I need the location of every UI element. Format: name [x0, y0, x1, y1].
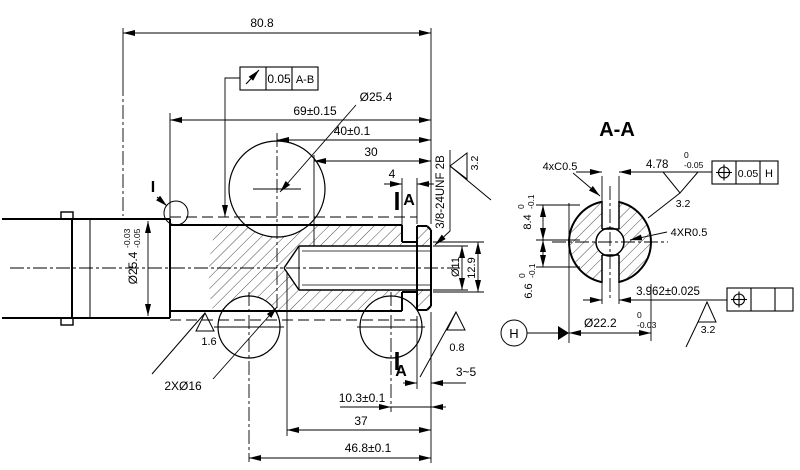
section-view: A-A [500, 119, 794, 348]
roughness-bot-value: 3.2 [701, 324, 716, 336]
svg-text:Ø11: Ø11 [450, 257, 462, 277]
dim-103: 10.3±0.1 [339, 391, 386, 405]
neck-diameter-label: 12.9 [466, 257, 478, 278]
fcf-top-value: 0.05 [738, 168, 759, 180]
section-title: A-A [599, 119, 635, 141]
runout-symbol-icon [245, 69, 260, 85]
holes-label: 2XØ16 [164, 379, 202, 393]
roughness-icon-top [661, 171, 700, 194]
dim-40: 40±0.1 [334, 124, 371, 138]
hole-diameter-label: Ø11 [450, 257, 462, 277]
dim-478: 4.78 [646, 159, 668, 171]
dim-37: 37 [354, 414, 368, 428]
roughness-face-value: 0.8 [449, 342, 464, 354]
fcf-top-datum: H [765, 168, 773, 180]
part-outline [2, 211, 432, 326]
svg-text:3/8-24UNF 2B: 3/8-24UNF 2B [435, 155, 447, 229]
dia-222-tol-upper: 0 [637, 310, 642, 320]
dim-468: 46.8±0.1 [345, 441, 392, 455]
dim-478-tol-upper: 0 [684, 150, 689, 160]
dim-3962: 3.962±0.025 [636, 286, 700, 298]
roughness-bottom-value: 1.6 [201, 336, 216, 348]
roughness-icon-thread [449, 151, 468, 181]
dim-66: 6.6 0 -0.1 [517, 263, 537, 299]
svg-text:6.6: 6.6 [523, 283, 535, 298]
dia-222: Ø22.2 [584, 316, 617, 330]
roughness-symbols [151, 151, 492, 378]
section-hatch [208, 225, 431, 311]
dim-478-tol-lower: -0.05 [684, 160, 704, 170]
roughness-top-value: 3.2 [676, 198, 691, 210]
section-dim-lines [527, 169, 727, 343]
main-view: 80.8 69±0.15 40±0.1 30 4 Ø25.4 0.05 A-B … [2, 16, 492, 463]
fcf-position-top [711, 160, 779, 185]
position-symbol-icon [716, 164, 732, 181]
fcf-datum: A-B [296, 74, 314, 86]
svg-text:Ø25.4: Ø25.4 [126, 251, 140, 284]
thread-label: 3/8-24UNF 2B [435, 155, 447, 229]
section-hatch-aa [569, 201, 651, 283]
svg-text:8.4: 8.4 [522, 214, 534, 229]
svg-text:-0.05: -0.05 [132, 228, 142, 248]
svg-text:0: 0 [516, 204, 526, 209]
fcf-value: 0.05 [267, 72, 291, 86]
detail-circle [163, 200, 189, 226]
boss-diameter-label: Ø25.4 [360, 90, 393, 104]
datum-triangle-icon [558, 326, 569, 340]
svg-text:3.2: 3.2 [469, 156, 481, 171]
section-labels: 4xC0.5 4.78 0 -0.05 0.05 H 3.2 4XR0.5 3.… [509, 150, 773, 341]
section-letter-top: A [403, 192, 415, 209]
dim-4: 4 [389, 167, 396, 181]
datum-h-label: H [509, 326, 518, 341]
section-letter-bottom: A [395, 363, 407, 380]
datum-h [500, 319, 569, 347]
detail-leader [156, 195, 168, 207]
dimension-lines [122, 28, 484, 463]
dim-3to5: 3~5 [456, 365, 477, 379]
svg-text:-0.1: -0.1 [526, 194, 536, 209]
fcf-position-bottom [726, 287, 794, 312]
centerlines [10, 133, 460, 462]
dim-69: 69±0.15 [293, 104, 337, 118]
fcf-runout [222, 66, 319, 217]
dim-84: 8.4 0 -0.1 [516, 194, 536, 230]
svg-text:-0.03: -0.03 [122, 228, 132, 248]
roughness-thread-value: 3.2 [469, 156, 481, 171]
main-view-labels: 80.8 69±0.15 40±0.1 30 4 Ø25.4 0.05 A-B … [122, 16, 481, 455]
detail-label: I [151, 179, 155, 196]
roughness-icon-face [446, 310, 466, 331]
svg-text:-0.1: -0.1 [527, 263, 537, 278]
threaded-hole [283, 245, 431, 291]
svg-text:12.9: 12.9 [466, 257, 478, 278]
dim-overall-length: 80.8 [250, 16, 274, 30]
position-symbol-icon [731, 291, 747, 308]
dia-222-tol-lower: -0.03 [637, 320, 657, 330]
section-centerlines [552, 186, 668, 298]
roughness-icon-bottom [195, 311, 215, 332]
svg-text:0: 0 [517, 273, 527, 278]
roughness-icon-bot [697, 300, 717, 323]
chamfer-label: 4xC0.5 [543, 161, 578, 173]
dim-30: 30 [364, 145, 378, 159]
shaft-diameter-label: Ø25.4 -0.03 -0.05 [122, 228, 142, 284]
radius-label: 4XR0.5 [671, 227, 708, 239]
section-roughness [647, 171, 717, 348]
